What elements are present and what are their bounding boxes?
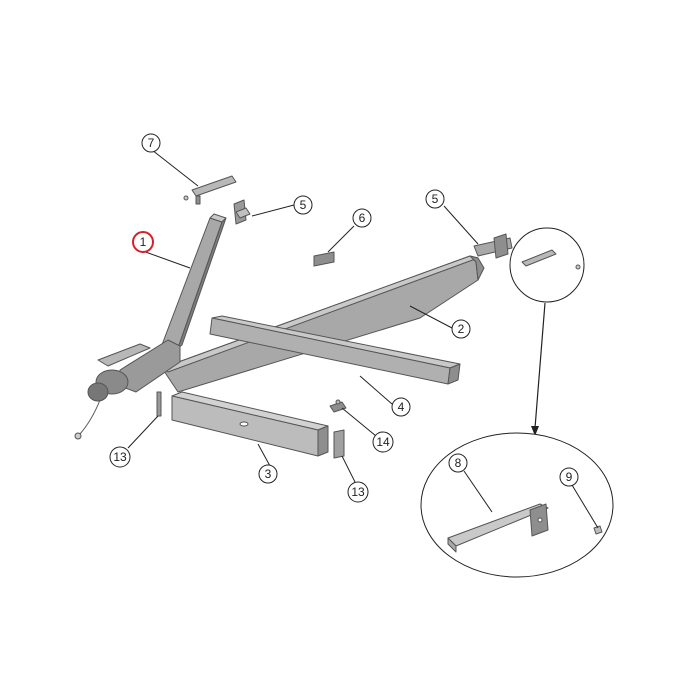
part-13-bracket-right [333, 429, 345, 459]
callout-14: 14 [372, 431, 394, 453]
callout-8: 8 [448, 453, 468, 473]
detail-arrow [531, 302, 546, 436]
callout-9: 9 [559, 467, 579, 487]
callout-1-label: 1 [140, 235, 147, 249]
callout-7-label: 7 [148, 136, 155, 150]
callout-6: 6 [352, 208, 372, 228]
part-3-axle-beam [171, 391, 329, 457]
callout-1: 1 [132, 231, 154, 253]
part-6-bolts [313, 251, 335, 267]
callout-5-left: 5 [293, 195, 313, 215]
callout-2: 2 [451, 319, 471, 339]
coupling-head [74, 339, 181, 440]
callout-13-right-label: 13 [351, 485, 365, 499]
callout-9-label: 9 [566, 470, 573, 484]
leader-lines [127, 149, 599, 529]
callout-3: 3 [258, 464, 278, 484]
part-7-plate [183, 175, 237, 205]
callout-14-label: 14 [376, 435, 390, 449]
callout-6-label: 6 [359, 211, 366, 225]
callout-8-label: 8 [455, 456, 462, 470]
detail-circle-small [509, 227, 585, 303]
callout-7: 7 [141, 133, 161, 153]
part-1-drawbar-arm [159, 213, 227, 351]
callout-5-right-label: 5 [432, 192, 439, 206]
callout-4-label: 4 [398, 400, 405, 414]
callout-5-right: 5 [425, 189, 445, 209]
callout-2-label: 2 [458, 322, 465, 336]
part-5-bracket-right [473, 233, 513, 259]
callout-13-right: 13 [347, 481, 369, 503]
callout-4: 4 [391, 397, 411, 417]
part-4-cross-member [209, 315, 461, 385]
part-13-bracket-left [156, 391, 162, 417]
part-5-bracket-left [233, 199, 251, 225]
callout-5-left-label: 5 [300, 198, 307, 212]
callout-3-label: 3 [265, 467, 272, 481]
part-14-clip [329, 399, 347, 413]
callout-13-left-label: 13 [113, 450, 127, 464]
callout-13-left: 13 [109, 446, 131, 468]
